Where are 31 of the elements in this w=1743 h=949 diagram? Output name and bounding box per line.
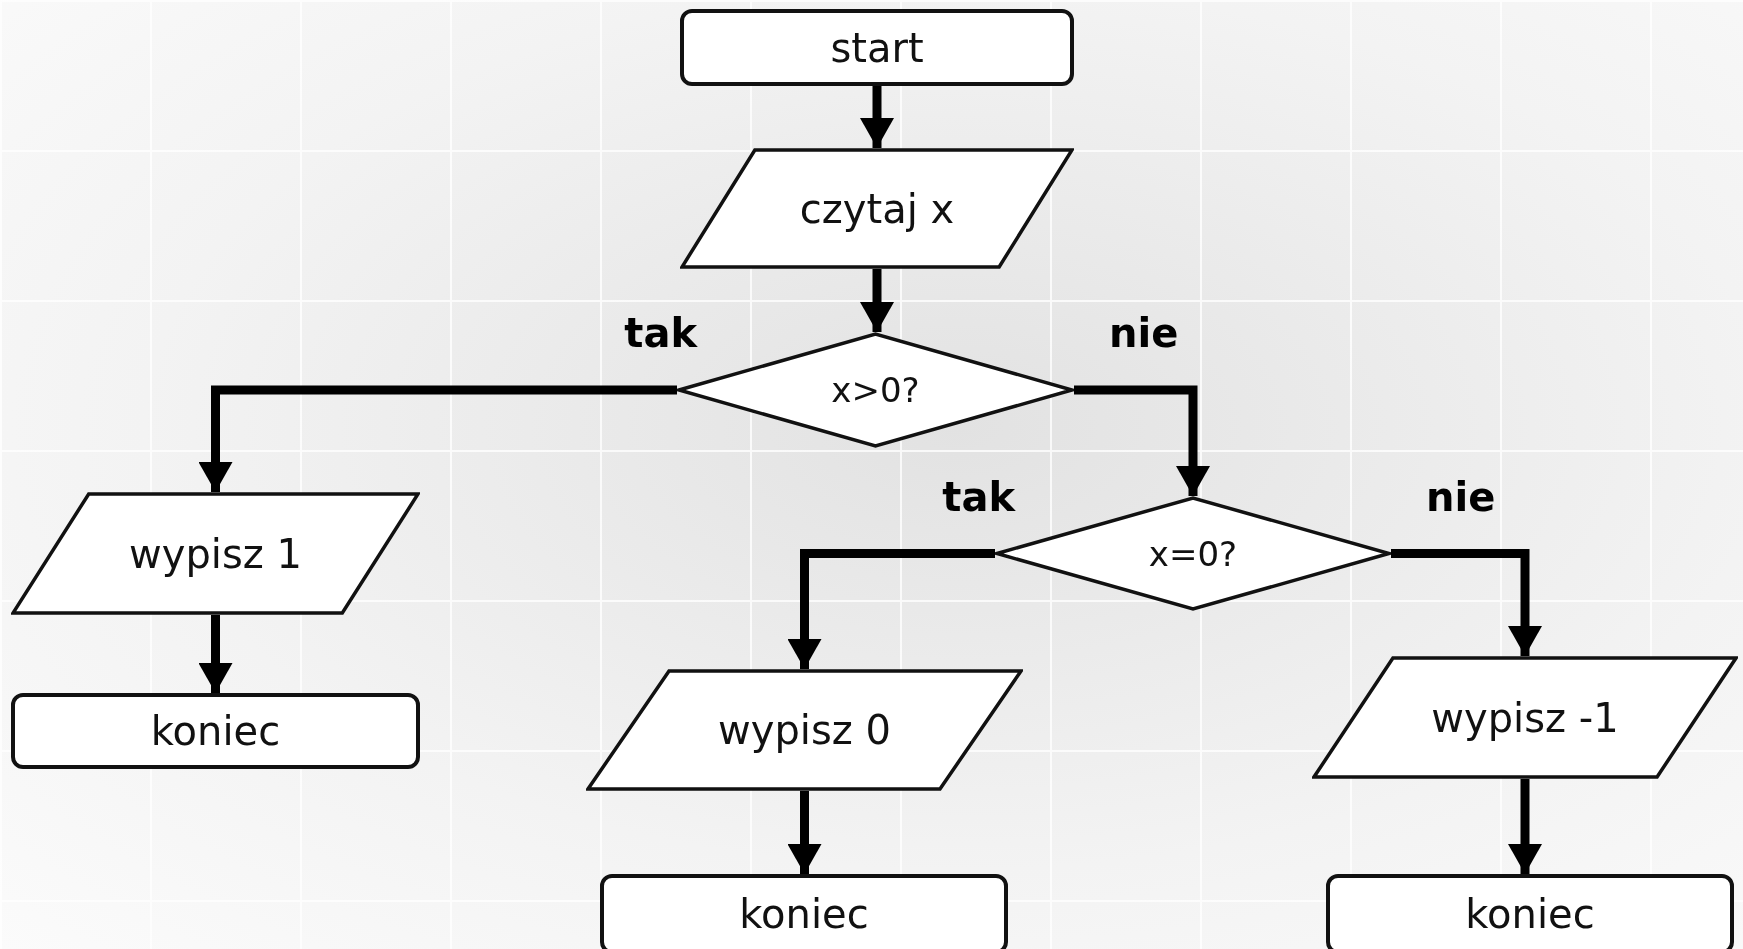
arrow <box>1508 779 1542 874</box>
arrow <box>1391 549 1542 656</box>
arrow <box>1074 385 1210 496</box>
terminal-box <box>600 874 1008 949</box>
terminal-box <box>680 9 1074 86</box>
edge-label: nie <box>1426 473 1496 520</box>
arrow <box>198 385 677 492</box>
node-text: koniec <box>1465 891 1595 937</box>
node-text: x>0? <box>831 370 920 410</box>
node-text: wypisz -1 <box>1431 694 1619 741</box>
edge-label: nie <box>1109 310 1179 356</box>
io-parallelogram <box>680 148 1074 269</box>
terminal-box <box>11 693 420 769</box>
arrow <box>787 549 995 669</box>
node-text: start <box>830 24 924 71</box>
arrow <box>787 791 822 874</box>
arrow <box>198 615 233 693</box>
io-parallelogram <box>586 669 1023 791</box>
edge-label: tak <box>624 310 697 356</box>
io-parallelogram <box>1312 656 1738 779</box>
node-text: wypisz 0 <box>718 707 891 753</box>
node-text: czytaj x <box>799 185 955 232</box>
io-parallelogram <box>11 492 420 615</box>
terminal-box <box>1326 874 1734 949</box>
edge-label: tak <box>942 473 1015 520</box>
node-text: koniec <box>739 891 869 937</box>
arrow <box>860 86 894 148</box>
node-text: wypisz 1 <box>129 530 302 577</box>
node-text: x=0? <box>1148 533 1238 574</box>
node-text: koniec <box>150 708 281 754</box>
arrow <box>860 269 894 332</box>
